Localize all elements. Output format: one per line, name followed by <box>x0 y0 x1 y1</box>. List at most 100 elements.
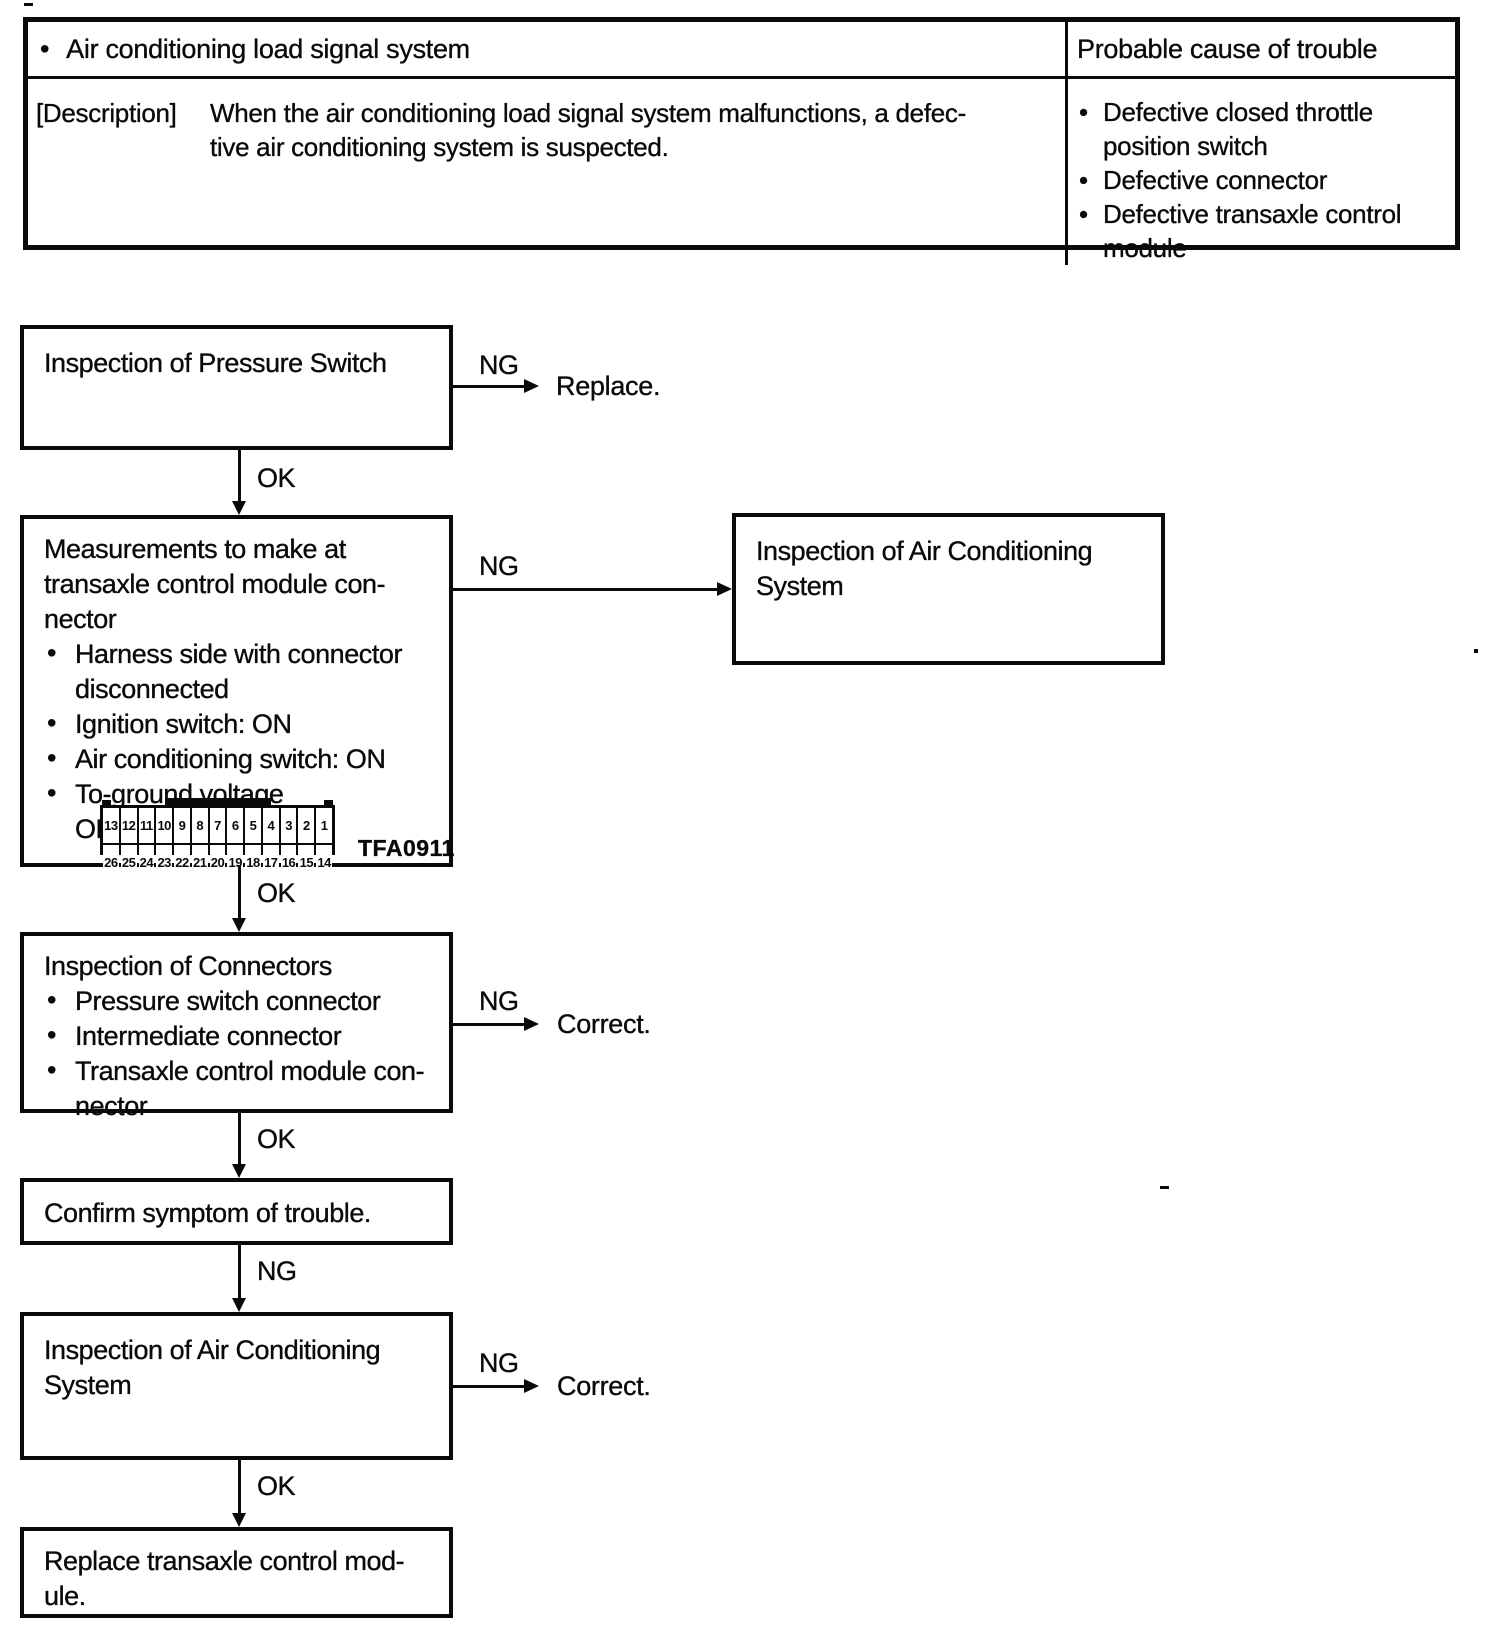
flow-box-content: Measurements to make at transaxle contro… <box>24 519 449 847</box>
table-header-system: • Air conditioning load signal system <box>28 22 1068 79</box>
bullet-icon: • <box>47 638 57 668</box>
probable-cause-text: Defective connector <box>1103 165 1328 195</box>
flow-box-inspect-pressure-switch: Inspection of Pressure Switch <box>20 325 453 450</box>
bullet-line: • Pressure switch connector <box>44 984 445 1019</box>
arrow-down-icon <box>232 1164 246 1178</box>
pin-number: 14 <box>316 845 332 880</box>
flow-line-ng-correct-2 <box>453 1385 526 1388</box>
flow-line-ok-3 <box>238 1111 241 1171</box>
arrow-down-icon <box>232 1513 246 1527</box>
pin-number: 3 <box>280 808 297 843</box>
probable-cause-item: • Defective connector <box>1078 163 1451 197</box>
probable-cause-item: • Defective closed throttle position swi… <box>1078 95 1451 163</box>
pin-number: 15 <box>298 845 315 880</box>
title-line: ule. <box>44 1581 87 1611</box>
flow-box-measurements: Measurements to make at transaxle contro… <box>20 515 455 880</box>
flow-box-inspect-connectors: Inspection of Connectors • Pressure swit… <box>20 932 453 1121</box>
pin-number: 12 <box>120 808 137 843</box>
connector-corner-left <box>102 800 111 809</box>
pin-number: 18 <box>245 845 261 880</box>
pin-number: 10 <box>156 808 173 843</box>
title-line: System <box>756 571 844 601</box>
pin-number: 26 <box>103 845 119 880</box>
pin-number: 2 <box>298 808 315 843</box>
bullet-icon: • <box>47 1055 57 1085</box>
probable-cause-item: • Defective transaxle control module <box>1078 197 1451 265</box>
arrow-down-icon <box>232 501 246 515</box>
action-correct: Correct. <box>557 1371 651 1401</box>
bullet-icon: • <box>47 778 57 808</box>
trouble-summary-table: • Air conditioning load signal system Pr… <box>23 17 1460 265</box>
pin-number: 7 <box>209 808 226 843</box>
pin-number: 6 <box>227 808 244 843</box>
flow-line-ng-replace <box>453 385 526 388</box>
description-line: tive air conditioning system is suspecte… <box>210 132 669 162</box>
bullet-line: • Harness side with connector <box>44 637 445 672</box>
bullet-text: Pressure switch connector <box>75 986 381 1016</box>
bullet-line: • Transaxle control module con- <box>44 1054 445 1089</box>
flow-line-ok-1 <box>238 448 241 508</box>
pin-number: 13 <box>103 808 119 843</box>
flow-line-ng-correct-1 <box>453 1023 526 1026</box>
heading-line: Measurements to make at <box>44 534 347 564</box>
result-label-ok: OK <box>257 878 296 908</box>
probable-cause-text: Defective closed throttle position switc… <box>1103 97 1374 161</box>
pin-number: 16 <box>280 845 297 880</box>
bullet-icon: • <box>1079 199 1088 229</box>
flow-box-confirm-symptom: Confirm symptom of trouble. <box>20 1178 453 1245</box>
result-label-ok: OK <box>257 463 296 493</box>
flow-box-content: Inspection of Connectors • Pressure swit… <box>24 936 449 1124</box>
bullet-text: Harness side with connector <box>75 639 403 669</box>
description-label: [Description] <box>36 98 177 128</box>
title-line: Inspection of Air Conditioning <box>44 1335 381 1365</box>
bullet-icon: • <box>1079 165 1088 195</box>
flow-line-ok-2 <box>238 865 241 925</box>
arrow-right-icon <box>524 1017 539 1031</box>
result-label-ng: NG <box>257 1256 297 1286</box>
bullet-icon: • <box>47 1020 57 1050</box>
heading-line: transaxle control module con- <box>44 569 386 599</box>
bullet-continuation: disconnected <box>75 674 230 704</box>
arrow-right-icon <box>524 379 539 393</box>
result-label-ng: NG <box>479 350 519 380</box>
bullet-icon: • <box>1079 97 1088 127</box>
title-line: Replace transaxle control mod- <box>44 1546 405 1576</box>
bullet-line: • Ignition switch: ON <box>44 707 445 742</box>
flow-box-ac-inspection-right: Inspection of Air Conditioning System <box>732 513 1165 665</box>
arrow-right-icon <box>717 582 732 596</box>
pin-number: 5 <box>245 808 261 843</box>
bullet-icon: • <box>47 743 57 773</box>
pin-number: 8 <box>191 808 208 843</box>
heading-line: nector <box>44 604 117 634</box>
flow-box-content: Inspection of Air Conditioning System <box>736 517 1161 604</box>
system-title: Air conditioning load signal system <box>66 33 470 64</box>
flow-box-title: Inspection of Pressure Switch <box>44 348 387 378</box>
scan-artifact-dash-right <box>1160 1186 1169 1189</box>
connector-lock-tab <box>164 798 271 808</box>
pin-number: 25 <box>120 845 137 880</box>
bullet-text: Ignition switch: ON <box>75 709 292 739</box>
bullet-text: Intermediate connector <box>75 1021 342 1051</box>
pin-number: 9 <box>174 808 190 843</box>
arrow-right-icon <box>524 1379 539 1393</box>
arrow-down-icon <box>232 1298 246 1312</box>
title-line: Inspection of Air Conditioning <box>756 536 1093 566</box>
arrow-down-icon <box>232 918 246 932</box>
pin-number: 11 <box>138 808 155 843</box>
flow-box-title: Confirm symptom of trouble. <box>44 1198 372 1228</box>
bullet-icon: • <box>47 708 57 738</box>
flow-line-ng-down <box>238 1243 241 1305</box>
bullet-line: • Intermediate connector <box>44 1019 445 1054</box>
scan-artifact-dot <box>1474 649 1478 653</box>
result-label-ng: NG <box>479 1348 519 1378</box>
table-cell-probable-causes: • Defective closed throttle position swi… <box>1068 79 1455 265</box>
table-cell-description: [Description] When the air conditioning … <box>28 79 1068 265</box>
result-label-ng: NG <box>479 986 519 1016</box>
flow-box-replace-module: Replace transaxle control mod- ule. <box>20 1527 453 1618</box>
connector-corner-right <box>324 800 333 809</box>
